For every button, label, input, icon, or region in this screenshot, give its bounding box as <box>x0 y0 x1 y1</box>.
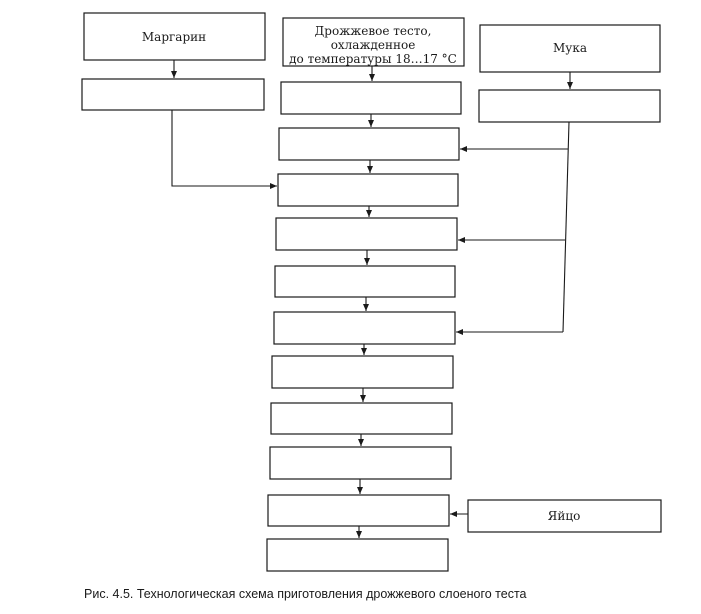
step-10 <box>269 446 452 480</box>
step-4 <box>277 173 459 207</box>
step-8 <box>271 355 454 389</box>
input-yeast-dough-line-1: Дрожжевое тесто, <box>315 24 432 38</box>
step-9 <box>270 402 453 435</box>
input-margarine-label: Маргарин <box>142 30 206 44</box>
step-5 <box>275 217 458 251</box>
step-12 <box>266 538 449 572</box>
step-3 <box>278 127 460 161</box>
input-egg: Яйцо <box>467 499 662 533</box>
step-6 <box>274 265 456 298</box>
step-11 <box>267 494 450 527</box>
arrow-margarine-to-step-4 <box>171 110 277 189</box>
figure-caption: Рис. 4.5. Технологическая схема приготов… <box>84 587 527 601</box>
step-7 <box>273 311 456 345</box>
step-margarine-prep <box>81 78 265 111</box>
input-flour-label: Мука <box>553 41 587 55</box>
input-egg-label: Яйцо <box>548 509 581 523</box>
input-flour: Мука <box>479 24 661 73</box>
input-yeast-dough-line-3: до температуры 18…17 °С <box>289 52 457 66</box>
input-margarine: Маргарин <box>83 12 266 61</box>
input-yeast-dough-line-2: охлажденное <box>331 38 416 52</box>
input-yeast-dough: Дрожжевое тесто, охлажденное до температ… <box>282 17 465 67</box>
step-flour-prep <box>478 89 661 123</box>
step-dough-prep <box>280 81 462 115</box>
flour-trunk <box>562 121 570 333</box>
